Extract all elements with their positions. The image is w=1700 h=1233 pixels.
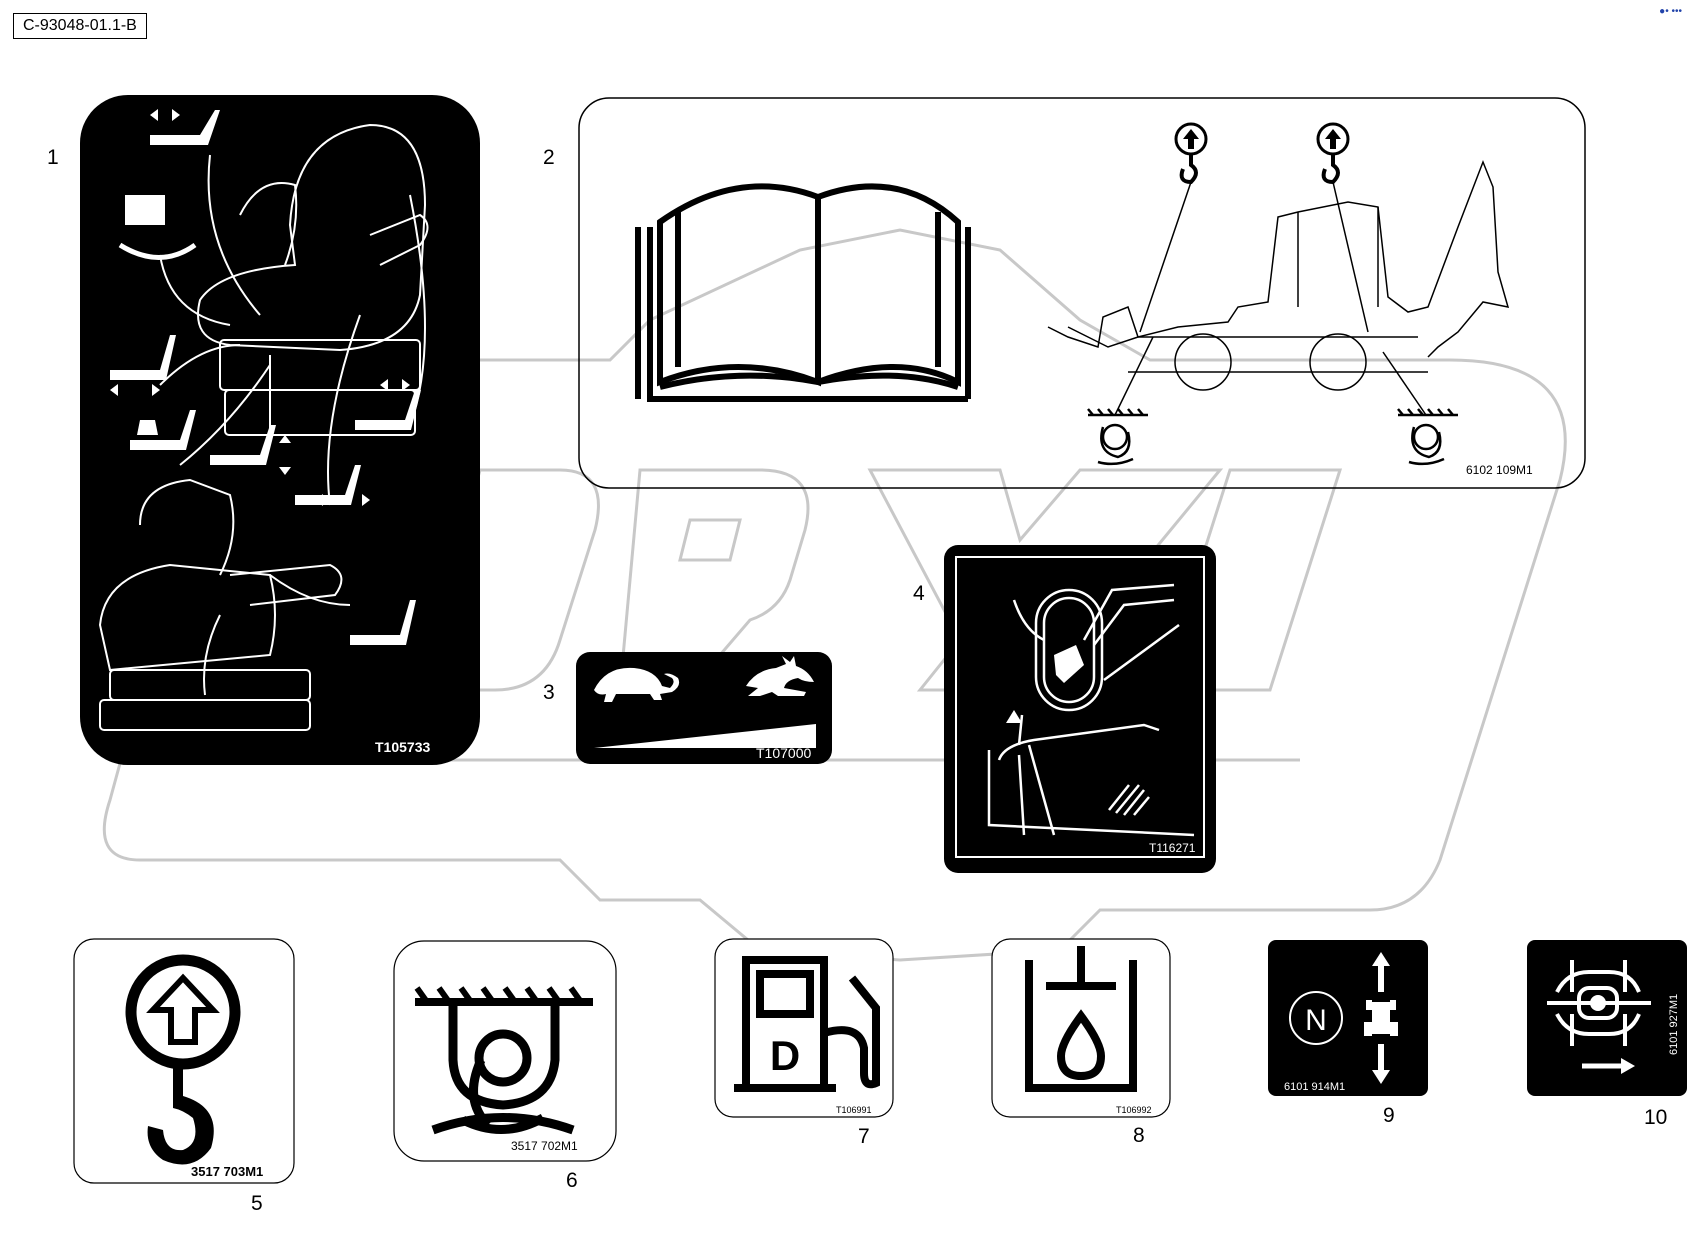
callout-3: 3 [543, 681, 555, 704]
diesel-fuel-icon: D T106991 [714, 938, 894, 1118]
callout-10: 10 [1644, 1106, 1668, 1129]
part-code-3: T107000 [756, 745, 811, 761]
lift-hook-right-icon [1316, 122, 1369, 333]
part-code-9: 6101 914M1 [1284, 1081, 1345, 1093]
hydraulic-oil-icon: T106992 [991, 938, 1171, 1118]
reference-code: C-93048-01.1-B [13, 13, 147, 39]
svg-text:D: D [770, 1032, 800, 1079]
decal-1: T105733 [80, 95, 480, 765]
part-code-4: T116271 [1149, 841, 1196, 855]
decal-8: T106992 [991, 938, 1171, 1118]
part-code-5: 3517 703M1 [191, 1164, 263, 1179]
part-code-7: T106991 [836, 1105, 872, 1115]
door-latch-icon: T116271 [944, 545, 1216, 873]
operator-manual-lift-tie-down-icon: 6102 109M1 [578, 97, 1586, 489]
neutral-travel-direction-icon: N 6101 914M1 [1268, 940, 1428, 1096]
part-code-1: T105733 [375, 739, 430, 755]
decal-9: N 6101 914M1 [1268, 940, 1428, 1096]
part-code-8: T106992 [1116, 1105, 1152, 1115]
callout-4: 4 [913, 582, 925, 605]
callout-7: 7 [858, 1125, 870, 1148]
tie-down-point-icon: 3517 702M1 [393, 940, 617, 1162]
decal-6: 3517 702M1 [393, 940, 617, 1162]
tie-down-left-icon [1087, 336, 1154, 466]
part-code-2: 6102 109M1 [1466, 463, 1533, 477]
svg-text:N: N [1305, 1004, 1327, 1037]
decal-3: T107000 [576, 652, 832, 764]
corner-mark: ●• ••• [1659, 6, 1682, 17]
seat-adjustment-icon: T105733 [80, 95, 480, 765]
decal-7: D T106991 [714, 938, 894, 1118]
tie-down-right-icon [1382, 351, 1458, 466]
callout-9: 9 [1383, 1104, 1395, 1127]
lifting-point-icon: 3517 703M1 [73, 938, 295, 1184]
part-code-10: 6101 927M1 [1668, 994, 1680, 1055]
part-code-6: 3517 702M1 [511, 1139, 578, 1153]
decal-4: T116271 [944, 545, 1216, 873]
decal-5: 3517 703M1 [73, 938, 295, 1184]
differential-lock-icon: 6101 927M1 [1527, 940, 1687, 1096]
callout-5: 5 [251, 1192, 263, 1215]
decal-2: 6102 109M1 [578, 97, 1586, 489]
decal-10: 6101 927M1 [1527, 940, 1687, 1096]
speed-turtle-rabbit-icon: T107000 [576, 652, 832, 764]
callout-2: 2 [543, 146, 555, 169]
callout-8: 8 [1133, 1124, 1145, 1147]
lift-hook-left-icon [1139, 122, 1208, 333]
callout-6: 6 [566, 1169, 578, 1192]
callout-1: 1 [47, 146, 59, 169]
